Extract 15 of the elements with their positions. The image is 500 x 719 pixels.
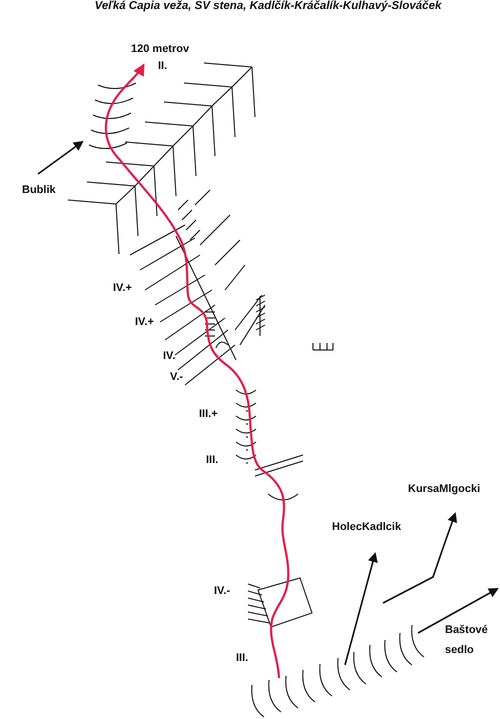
diagram-title: Veľká Capia veža, SV stena, Kadlčík-Kráčalík-Kulhavý-Slováček	[94, 0, 442, 12]
grade-label: IV.	[163, 350, 176, 363]
grade-label: III.	[236, 652, 248, 665]
grade-label: IV.+	[113, 282, 132, 295]
grade-label: III.+	[199, 408, 218, 421]
grade-label: II.	[158, 60, 168, 73]
grade-label: IV.+	[135, 316, 154, 329]
route-name-label: KursaMlgocki	[408, 483, 480, 496]
grade-label: III.	[206, 454, 218, 467]
route-name-label: Bublik	[22, 184, 56, 197]
grade-label: V.-	[170, 371, 184, 384]
grade-label: IV.-	[214, 585, 230, 598]
height-label: 120 metrov	[131, 43, 190, 56]
route-name-label: HolecKadlcik	[332, 521, 402, 534]
route-name-label: Baštové sedlo	[445, 623, 489, 658]
